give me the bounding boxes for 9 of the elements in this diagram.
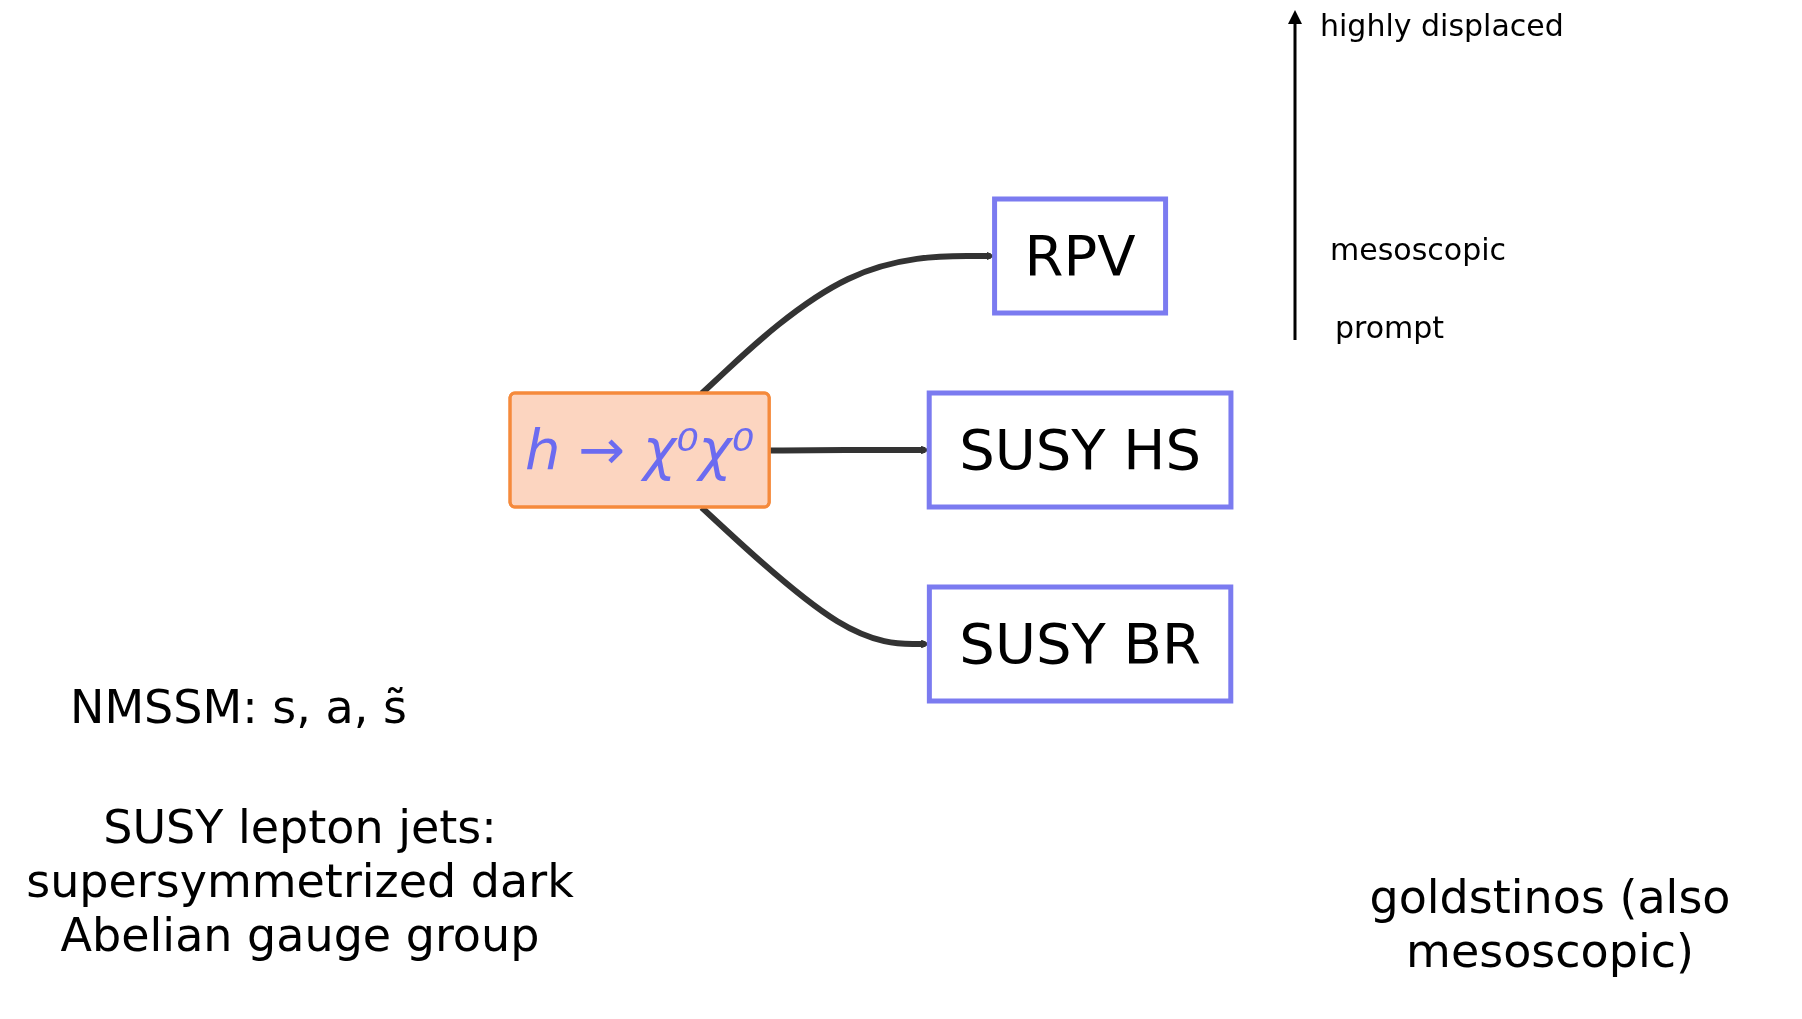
node-box: SUSY BR [926, 584, 1233, 704]
axis-label: highly displaced [1320, 8, 1564, 43]
note-text: NMSSM: s, a, s̃ [70, 680, 407, 734]
node-box: SUSY HS [926, 390, 1233, 510]
note-text: goldstinos (also mesoscopic) [1368, 870, 1732, 978]
axis-label: mesoscopic [1330, 232, 1506, 267]
node-box: RPV [991, 196, 1168, 316]
axis-label: prompt [1335, 310, 1445, 345]
note-text: SUSY lepton jets: supersymmetrized dark Abelian gauge group [25, 800, 575, 962]
